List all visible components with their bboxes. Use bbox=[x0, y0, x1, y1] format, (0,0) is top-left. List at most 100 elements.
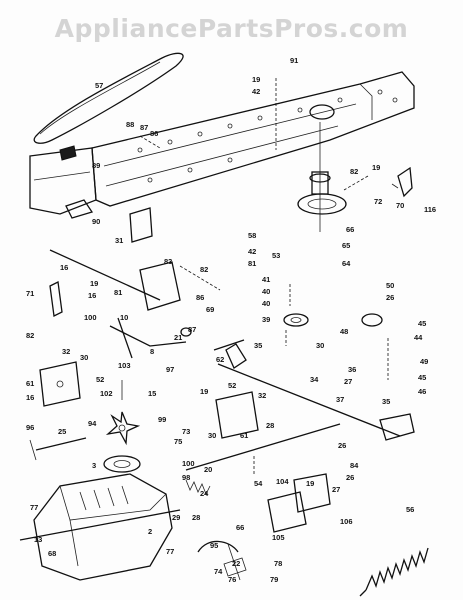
callout-label: 37 bbox=[336, 395, 344, 404]
callout-label: 30 bbox=[316, 341, 324, 350]
bushing-87 bbox=[180, 327, 192, 337]
callout-label: 86 bbox=[196, 293, 204, 302]
callout-label: 77 bbox=[166, 547, 174, 556]
callout-label: 31 bbox=[115, 236, 123, 245]
callout-label: 89 bbox=[92, 161, 100, 170]
callout-label: 94 bbox=[88, 419, 97, 428]
callout-label: 27 bbox=[344, 377, 352, 386]
callout-label: 45 bbox=[418, 319, 426, 328]
callout-label: 58 bbox=[248, 231, 256, 240]
callout-label: 71 bbox=[26, 289, 34, 298]
bracket-61 bbox=[215, 391, 259, 439]
callout-label: 90 bbox=[92, 217, 100, 226]
callout-label: 44 bbox=[414, 333, 423, 342]
cooling-fan bbox=[105, 411, 141, 446]
callout-label: 49 bbox=[420, 357, 428, 366]
callout-label: 73 bbox=[182, 427, 190, 436]
callout-label: 35 bbox=[254, 341, 262, 350]
callout-label: 69 bbox=[206, 305, 214, 314]
callout-label: 28 bbox=[192, 513, 200, 522]
callout-label: 52 bbox=[96, 375, 104, 384]
callout-label: 16 bbox=[60, 263, 68, 272]
callout-label: 78 bbox=[274, 559, 282, 568]
callout-label: 104 bbox=[276, 477, 289, 486]
bracket-30 bbox=[39, 361, 81, 407]
bracket-90 bbox=[65, 199, 94, 219]
callout-label: 95 bbox=[210, 541, 218, 550]
callout-label: 41 bbox=[262, 275, 270, 284]
bracket-105 bbox=[267, 491, 307, 533]
callout-label: 45 bbox=[418, 373, 426, 382]
clutch-rod-28 bbox=[185, 423, 341, 471]
link-62 bbox=[213, 339, 245, 351]
callout-label: 16 bbox=[88, 291, 96, 300]
callout-label: 103 bbox=[118, 361, 131, 370]
frame-opening bbox=[309, 104, 335, 120]
callout-label: 50 bbox=[386, 281, 394, 290]
callout-label: 42 bbox=[248, 247, 256, 256]
callout-label: 26 bbox=[338, 441, 346, 450]
callout-label: 21 bbox=[174, 333, 182, 342]
shift-rod bbox=[35, 437, 87, 451]
callout-label: 86 bbox=[150, 129, 158, 138]
plate-31 bbox=[129, 207, 153, 243]
callout-label: 19 bbox=[200, 387, 208, 396]
callout-label: 62 bbox=[216, 355, 224, 364]
drive-belt bbox=[33, 52, 184, 144]
pulley-3 bbox=[103, 455, 141, 473]
callout-label: 26 bbox=[386, 293, 394, 302]
callout-label: 39 bbox=[262, 315, 270, 324]
callout-label: 84 bbox=[350, 461, 359, 470]
pulley-39 bbox=[283, 313, 309, 327]
callout-label: 74 bbox=[214, 567, 223, 576]
callout-label: 79 bbox=[270, 575, 278, 584]
callout-label: 61 bbox=[26, 379, 34, 388]
callout-label: 2 bbox=[148, 527, 152, 536]
callout-label: 96 bbox=[26, 423, 34, 432]
callout-label: 66 bbox=[346, 225, 354, 234]
callout-label: 88 bbox=[126, 120, 134, 129]
hose-95 bbox=[197, 540, 239, 553]
pulley-66 bbox=[297, 193, 347, 215]
callout-label: 102 bbox=[100, 389, 113, 398]
callout-label: 53 bbox=[272, 251, 280, 260]
lever-71 bbox=[49, 281, 63, 317]
callout-label: 100 bbox=[182, 459, 195, 468]
callout-label: 100 bbox=[84, 313, 97, 322]
callout-label: 40 bbox=[262, 287, 270, 296]
spring-29 bbox=[185, 479, 211, 495]
callout-label: 87 bbox=[188, 325, 196, 334]
callout-label: 40 bbox=[262, 299, 270, 308]
left-frame bbox=[29, 147, 97, 215]
callout-label: 32 bbox=[258, 391, 266, 400]
rod-81 bbox=[49, 249, 161, 301]
callout-label: 27 bbox=[332, 485, 340, 494]
callout-label: 99 bbox=[158, 415, 166, 424]
callout-label: 30 bbox=[80, 353, 88, 362]
callout-label: 98 bbox=[182, 473, 190, 482]
transaxle bbox=[33, 473, 173, 581]
callout-label: 13 bbox=[34, 535, 42, 544]
callout-label: 56 bbox=[406, 505, 414, 514]
callout-label: 82 bbox=[350, 167, 358, 176]
callout-label: 8 bbox=[150, 347, 154, 356]
washer-74 bbox=[223, 557, 247, 577]
plate-104 bbox=[293, 473, 331, 513]
callout-label: 24 bbox=[200, 489, 209, 498]
bracket-70 bbox=[397, 166, 413, 198]
callout-label: 48 bbox=[340, 327, 348, 336]
callout-label: 36 bbox=[348, 365, 356, 374]
callout-label: 25 bbox=[58, 427, 66, 436]
callout-label: 34 bbox=[310, 375, 319, 384]
bracket-89 bbox=[59, 145, 77, 161]
callout-label: 19 bbox=[90, 279, 98, 288]
callout-label: 57 bbox=[95, 81, 103, 90]
clutch-rod-34 bbox=[217, 363, 401, 437]
callout-label: 72 bbox=[374, 197, 382, 206]
callout-label: 81 bbox=[114, 288, 122, 297]
callout-label: 35 bbox=[382, 397, 390, 406]
callout-label: 3 bbox=[92, 461, 96, 470]
axle bbox=[19, 509, 181, 541]
callout-label: 19 bbox=[372, 163, 380, 172]
